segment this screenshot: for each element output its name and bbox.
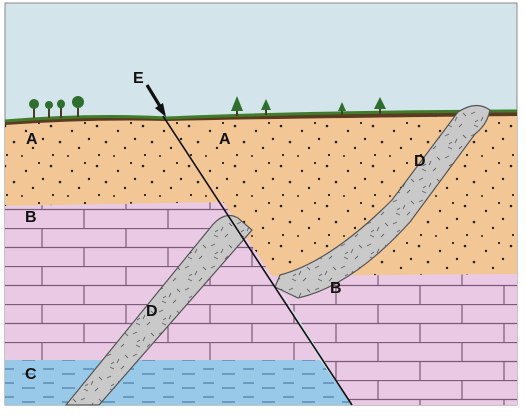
conifer-tree-icon xyxy=(338,102,346,115)
fault-arrow xyxy=(145,84,166,117)
label-b-right: B xyxy=(330,280,342,297)
trees xyxy=(29,96,386,118)
conifer-tree-icon xyxy=(261,99,271,115)
conifer-tree-icon xyxy=(231,96,243,116)
label-c: C xyxy=(25,366,37,383)
label-a-left: A xyxy=(26,131,38,148)
broadleaf-tree-icon xyxy=(57,99,65,118)
label-e: E xyxy=(133,70,144,87)
label-d-upper: D xyxy=(414,153,426,170)
label-b-left: B xyxy=(25,209,37,226)
fault-line xyxy=(162,115,353,406)
conifer-tree-icon xyxy=(374,97,386,114)
broadleaf-tree-icon xyxy=(72,96,84,117)
label-a-right: A xyxy=(219,131,231,148)
broadleaf-tree-icon xyxy=(29,99,39,118)
dike-upper xyxy=(274,104,491,299)
water-layer xyxy=(5,360,352,405)
soil-strip xyxy=(5,111,517,125)
limestone-layer-right xyxy=(272,274,517,405)
broadleaf-tree-icon xyxy=(45,101,53,118)
ground-line xyxy=(4,109,518,123)
label-d-lower: D xyxy=(146,303,158,320)
sandstone-layer-left xyxy=(5,117,230,206)
